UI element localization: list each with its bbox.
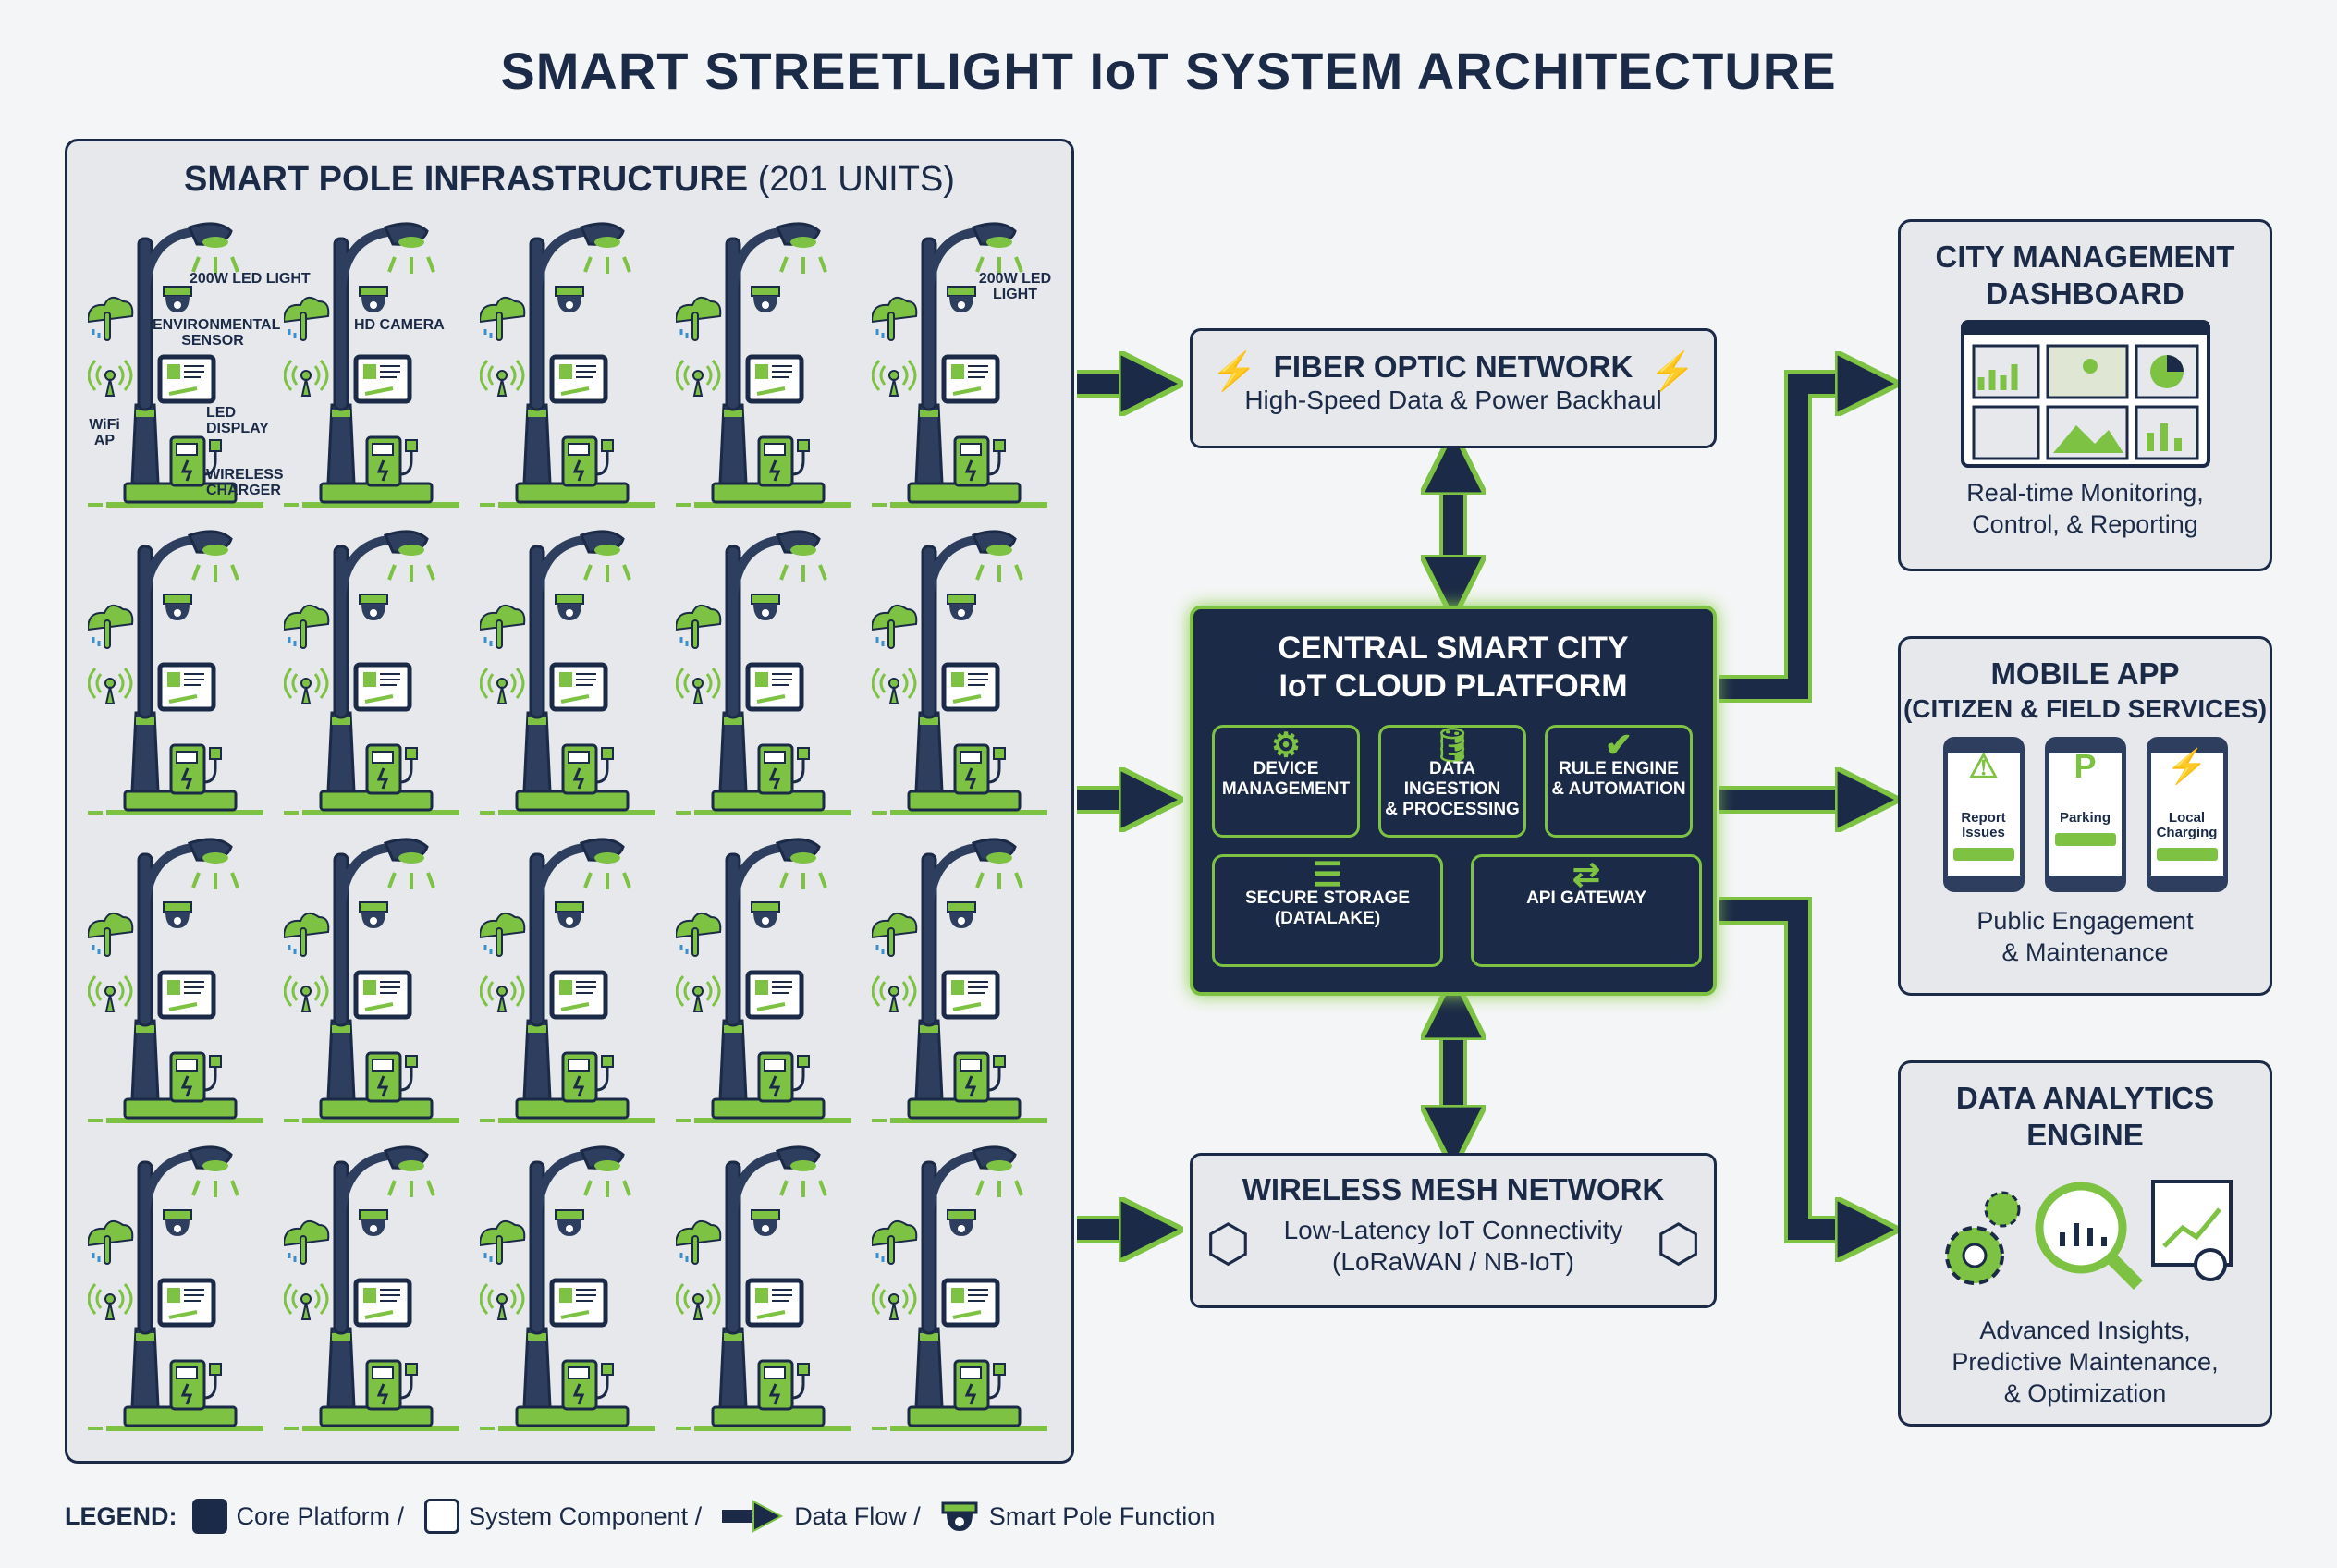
label-env-sensor: ENVIRONMENTAL SENSOR	[153, 317, 281, 349]
label-led-display: LED DISPLAY	[206, 405, 269, 436]
diagram-title: SMART STREETLIGHT IoT SYSTEM ARCHITECTUR…	[500, 42, 1837, 100]
fiber-cable-icon: ⚡	[1649, 351, 1695, 392]
warning-icon: ⚠	[1968, 747, 1999, 785]
module-label-2: & AUTOMATION	[1551, 779, 1686, 799]
fiber-optic-network-box: ⚡ ⚡ FIBER OPTIC NETWORK High-Speed Data …	[1190, 328, 1717, 448]
analytics-desc-1: Advanced Insights,	[1979, 1317, 2191, 1344]
wireless-mesh-network-box: ⬡ ⬡ WIRELESS MESH NETWORK Low-Latency Io…	[1190, 1153, 1717, 1308]
mobile-app-card: MOBILE APP (CITIZEN & FIELD SERVICES) ⚠ Re…	[1898, 636, 2272, 996]
dashboard-title-2: DASHBOARD	[1986, 276, 2184, 311]
arrow-central-analytics	[1719, 900, 1867, 1230]
gears-icon	[1944, 1191, 2020, 1285]
dashboard-monitor-icon	[1960, 320, 2210, 468]
analytics-desc-2: Predictive Maintenance,	[1952, 1348, 2219, 1376]
mobile-desc-1: Public Engagement	[1976, 907, 2194, 935]
panel-title: SMART POLE INFRASTRUCTURE (201 UNITS)	[67, 160, 1071, 200]
label-wireless-charger: WIRELESS CHARGER	[206, 467, 284, 498]
analytics-icons	[1944, 1180, 2233, 1290]
legend: LEGEND: Core Platform / System Component…	[65, 1498, 1215, 1535]
core-platform-swatch	[191, 1499, 227, 1534]
module-label: SECURE STORAGE	[1244, 888, 1411, 908]
module-data-ingestion: 🛢DATA INGESTION& PROCESSING	[1378, 725, 1526, 838]
check-gear-icon: ✔	[1604, 726, 1633, 764]
label-hd-camera: HD CAMERA	[354, 317, 445, 333]
label-wifi-ap: WiFi AP	[89, 417, 120, 448]
phone-label-2: Charging	[2156, 825, 2218, 840]
dashboard-title-1: CITY MANAGEMENT	[1935, 239, 2235, 274]
database-icon: 🛢	[1431, 726, 1474, 764]
phone-label-2: Issues	[1962, 825, 2005, 840]
phone-action-button[interactable]	[2156, 848, 2218, 861]
phone-label-2: Parking	[2059, 810, 2111, 826]
dashboard-desc-1: Real-time Monitoring,	[1966, 479, 2204, 507]
data-flow-arrow-icon	[722, 1500, 784, 1533]
module-label: DEVICE	[1253, 759, 1319, 778]
phone-label-1: Report	[1961, 810, 2006, 826]
charging-icon: ⚡	[2166, 747, 2208, 785]
mobile-desc-2: & Maintenance	[2001, 938, 2169, 966]
analytics-desc-3: & Optimization	[2003, 1379, 2167, 1407]
mobile-title-2: (CITIZEN & FIELD SERVICES)	[1903, 694, 2268, 723]
gear-icon: ⚙	[1270, 726, 1302, 764]
unit-count: (201 UNITS)	[757, 160, 955, 199]
api-icon: ⇄	[1572, 855, 1601, 893]
label-led-light: 200W LED LIGHT	[190, 271, 311, 287]
system-component-swatch	[424, 1499, 460, 1534]
parking-icon: P	[2074, 747, 2097, 785]
legend-pole: Smart Pole Function	[988, 1501, 1216, 1530]
fiber-subtitle: High-Speed Data & Power Backhaul	[1244, 386, 1662, 414]
mobile-title-1: MOBILE APP	[1990, 656, 2180, 691]
phone-action-button[interactable]	[1952, 848, 2014, 861]
legend-flow: Data Flow /	[794, 1501, 921, 1530]
legend-core: Core Platform /	[236, 1501, 405, 1530]
report-icon	[2150, 1180, 2233, 1281]
module-label: API GATEWAY	[1526, 888, 1646, 908]
module-label: DATA INGESTION	[1403, 759, 1501, 799]
wireless-title: WIRELESS MESH NETWORK	[1242, 1172, 1665, 1207]
fiber-cable-icon: ⚡	[1211, 351, 1257, 392]
legend-component: System Component /	[469, 1501, 703, 1530]
analytics-title-1: DATA ANALYTICS	[1955, 1081, 2215, 1115]
module-label-2: MANAGEMENT	[1221, 779, 1351, 799]
analytics-title-2: ENGINE	[2026, 1118, 2144, 1152]
wireless-subtitle-1: Low-Latency IoT Connectivity	[1283, 1216, 1623, 1244]
camera-icon	[941, 1501, 978, 1531]
storage-icon: ☰	[1312, 855, 1343, 893]
fiber-title: FIBER OPTIC NETWORK	[1273, 349, 1633, 384]
mesh-network-icon: ⬡	[1656, 1214, 1701, 1272]
arrow-central-dashboard	[1719, 384, 1867, 699]
smart-pole-infrastructure-panel: SMART POLE INFRASTRUCTURE (201 UNITS) 20…	[65, 139, 1074, 1464]
module-label: RULE ENGINE	[1559, 759, 1679, 778]
legend-label: LEGEND:	[65, 1501, 177, 1530]
label-led-light-2: 200W LED LIGHT	[978, 271, 1052, 302]
module-label-2: (DATALAKE)	[1274, 909, 1381, 928]
module-secure-storage: ☰SECURE STORAGE(DATALAKE)	[1212, 854, 1443, 967]
dashboard-desc-2: Control, & Reporting	[1972, 510, 2198, 538]
phone-label-1: Local	[2168, 810, 2206, 826]
phone-parking: P Parking	[2044, 737, 2126, 892]
central-title-2: IoT CLOUD PLATFORM	[1279, 668, 1628, 704]
module-api-gateway: ⇄API GATEWAY	[1471, 854, 1702, 967]
magnifier-chart-icon	[2035, 1182, 2143, 1290]
mesh-network-icon: ⬡	[1205, 1214, 1251, 1272]
wireless-subtitle-2: (LoRaWAN / NB-IoT)	[1332, 1247, 1574, 1276]
module-rule-engine: ✔RULE ENGINE& AUTOMATION	[1545, 725, 1693, 838]
central-title-1: CENTRAL SMART CITY	[1278, 631, 1629, 666]
phone-action-button[interactable]	[2054, 833, 2116, 846]
module-label-2: & PROCESSING	[1385, 800, 1520, 819]
panel-title-text: SMART POLE INFRASTRUCTURE	[184, 160, 749, 199]
